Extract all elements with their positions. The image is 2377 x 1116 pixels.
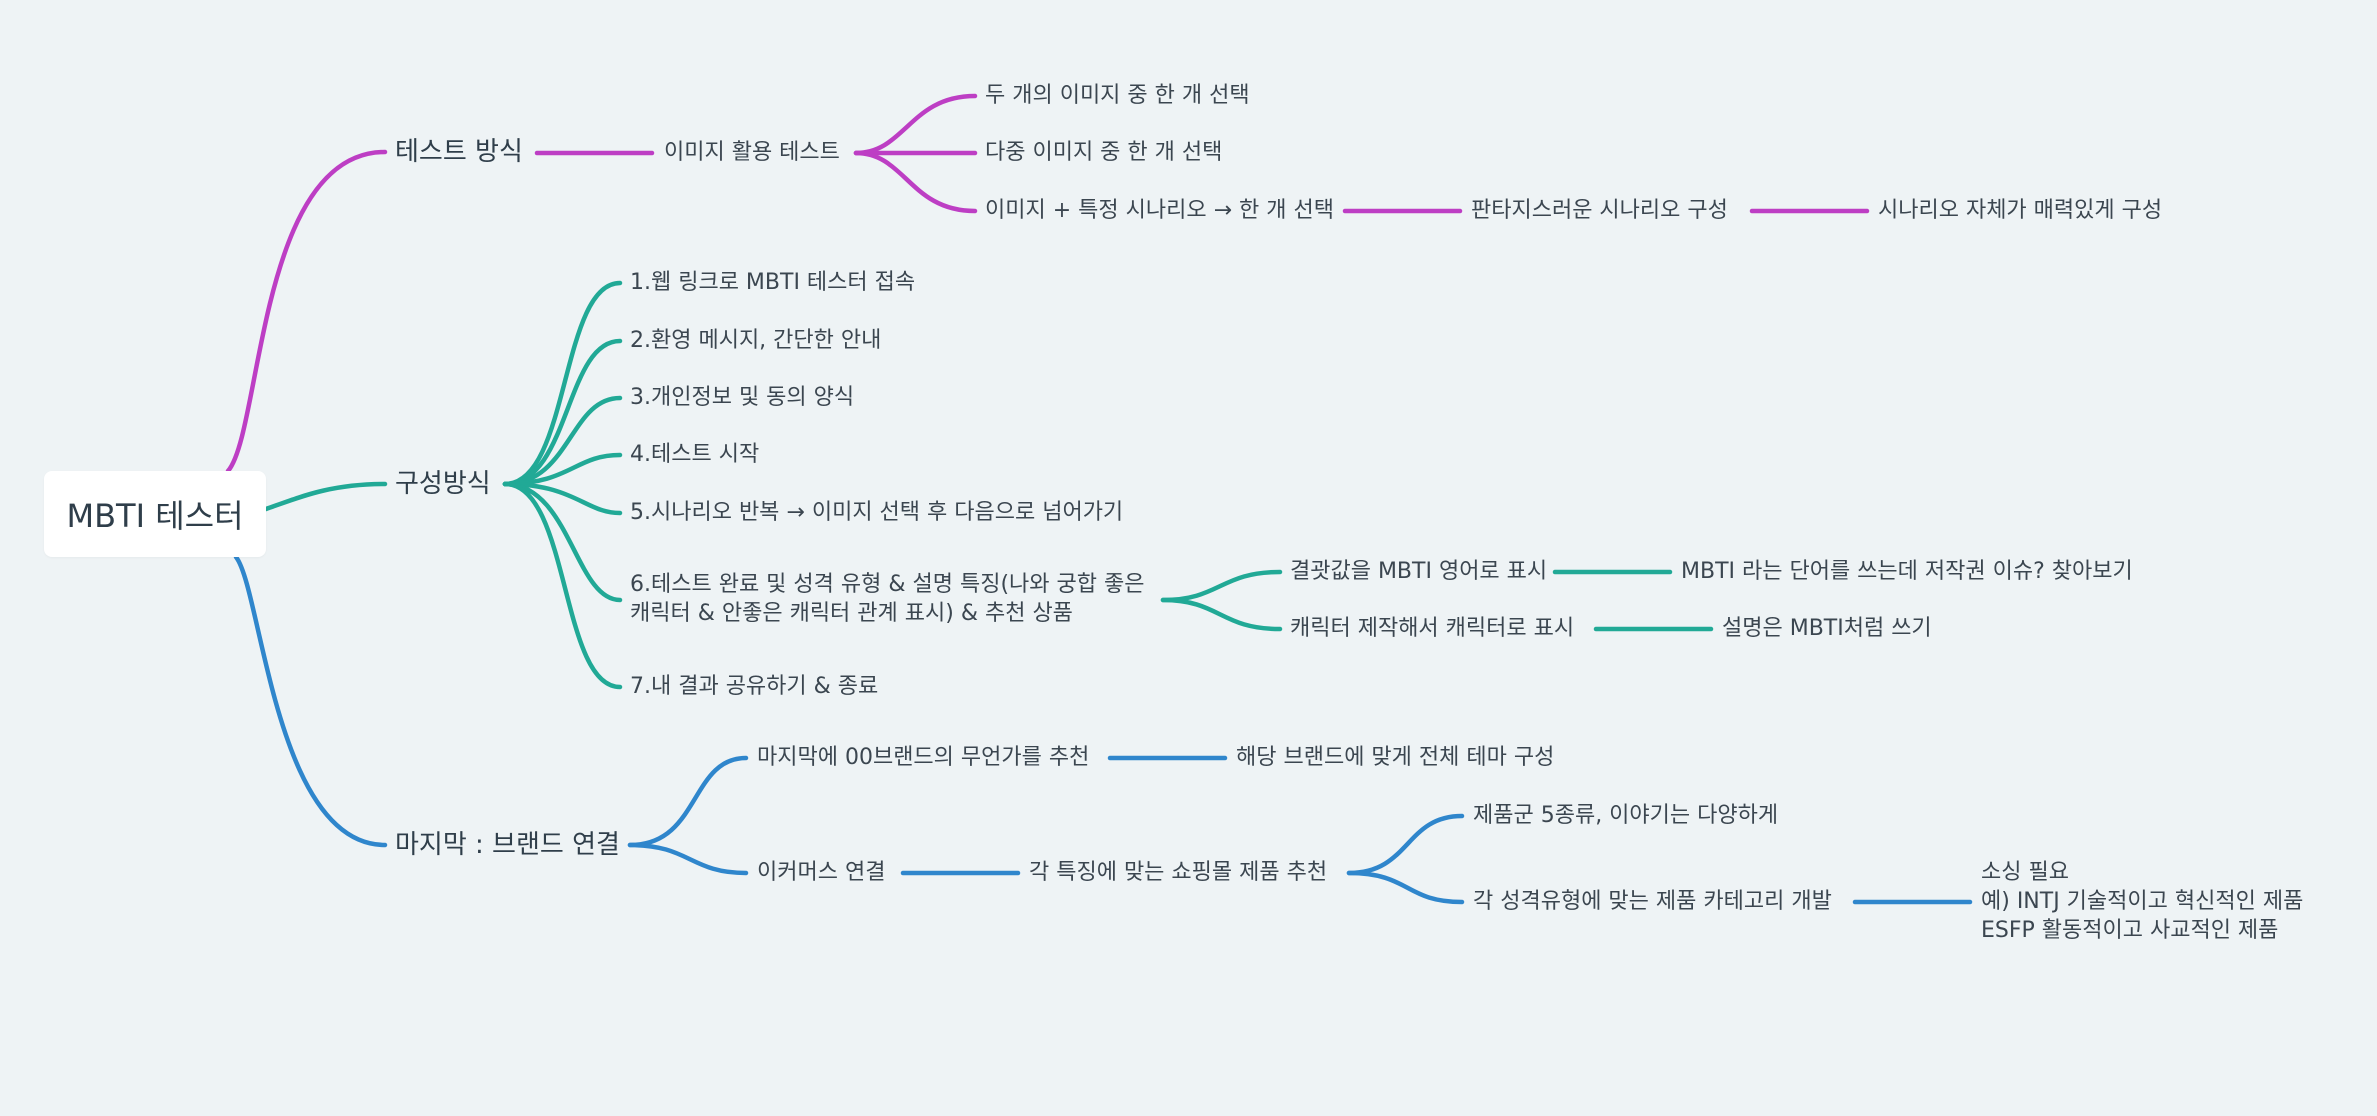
node-copyright-issue[interactable]: MBTI 라는 단어를 쓰는데 저작권 이슈? 찾아보기 [1681, 559, 2133, 584]
node-step-6-line-1: 6.테스트 완료 및 성격 유형 & 설명 특징(나와 궁합 좋은 [630, 572, 1145, 597]
node-step-3[interactable]: 3.개인정보 및 동의 양식 [630, 385, 855, 410]
node-brand-link[interactable]: 마지막 : 브랜드 연결 [395, 830, 620, 860]
node-scenario-choice[interactable]: 이미지 + 특정 시나리오 → 한 개 선택 [985, 198, 1334, 223]
node-test-method[interactable]: 테스트 방식 [395, 137, 523, 167]
node-structure[interactable]: 구성방식 [395, 469, 491, 499]
node-step-1[interactable]: 1.웹 링크로 MBTI 테스터 접속 [630, 270, 916, 295]
node-attractive-scenario[interactable]: 시나리오 자체가 매력있게 구성 [1878, 198, 2163, 223]
node-choice-multi[interactable]: 다중 이미지 중 한 개 선택 [985, 140, 1223, 165]
node-shop-recommend[interactable]: 각 특징에 맞는 쇼핑몰 제품 추천 [1029, 860, 1328, 885]
node-recommend-brand[interactable]: 마지막에 00브랜드의 무언가를 추천 [757, 745, 1090, 770]
node-step-5[interactable]: 5.시나리오 반복 → 이미지 선택 후 다음으로 넘어가기 [630, 500, 1124, 525]
node-step-2[interactable]: 2.환영 메시지, 간단한 안내 [630, 328, 882, 353]
connectors-test-method [225, 93, 1870, 474]
node-sourcing[interactable]: 소싱 필요 예) INTJ 기술적이고 혁신적인 제품 ESFP 활동적이고 사… [1981, 858, 2303, 945]
node-step-6[interactable]: 6.테스트 완료 및 성격 유형 & 설명 특징(나와 궁합 좋은 캐릭터 & … [630, 570, 1144, 628]
node-image-test[interactable]: 이미지 활용 테스트 [664, 140, 840, 165]
node-fantasy-scenario[interactable]: 판타지스러운 시나리오 구성 [1471, 198, 1728, 223]
node-character-display[interactable]: 캐릭터 제작해서 캐릭터로 표시 [1290, 616, 1575, 641]
node-desc-like-mbti[interactable]: 설명은 MBTI처럼 쓰기 [1722, 616, 1932, 641]
node-result-mbti[interactable]: 결괏값을 MBTI 영어로 표시 [1290, 559, 1548, 584]
node-ecommerce[interactable]: 이커머스 연결 [757, 860, 886, 885]
node-theme-brand[interactable]: 해당 브랜드에 맞게 전체 테마 구성 [1236, 745, 1555, 770]
connectors-structure [263, 280, 1714, 690]
node-step-6-line-2: 캐릭터 & 안좋은 캐릭터 관계 표시) & 추천 상품 [630, 601, 1073, 626]
node-step-4[interactable]: 4.테스트 시작 [630, 442, 760, 467]
connectors-brand [233, 554, 1973, 905]
node-step-7[interactable]: 7.내 결과 공유하기 & 종료 [630, 674, 879, 699]
node-sourcing-line-3: ESFP 활동적이고 사교적인 제품 [1981, 918, 2279, 943]
node-five-products[interactable]: 제품군 5종류, 이야기는 다양하게 [1473, 803, 1779, 828]
node-category-dev[interactable]: 각 성격유형에 맞는 제품 카테고리 개발 [1473, 889, 1832, 914]
node-sourcing-line-1: 소싱 필요 [1981, 860, 2069, 885]
node-sourcing-line-2: 예) INTJ 기술적이고 혁신적인 제품 [1981, 889, 2304, 914]
node-choice-two[interactable]: 두 개의 이미지 중 한 개 선택 [985, 83, 1250, 108]
root-node[interactable]: MBTI 테스터 [44, 471, 266, 557]
